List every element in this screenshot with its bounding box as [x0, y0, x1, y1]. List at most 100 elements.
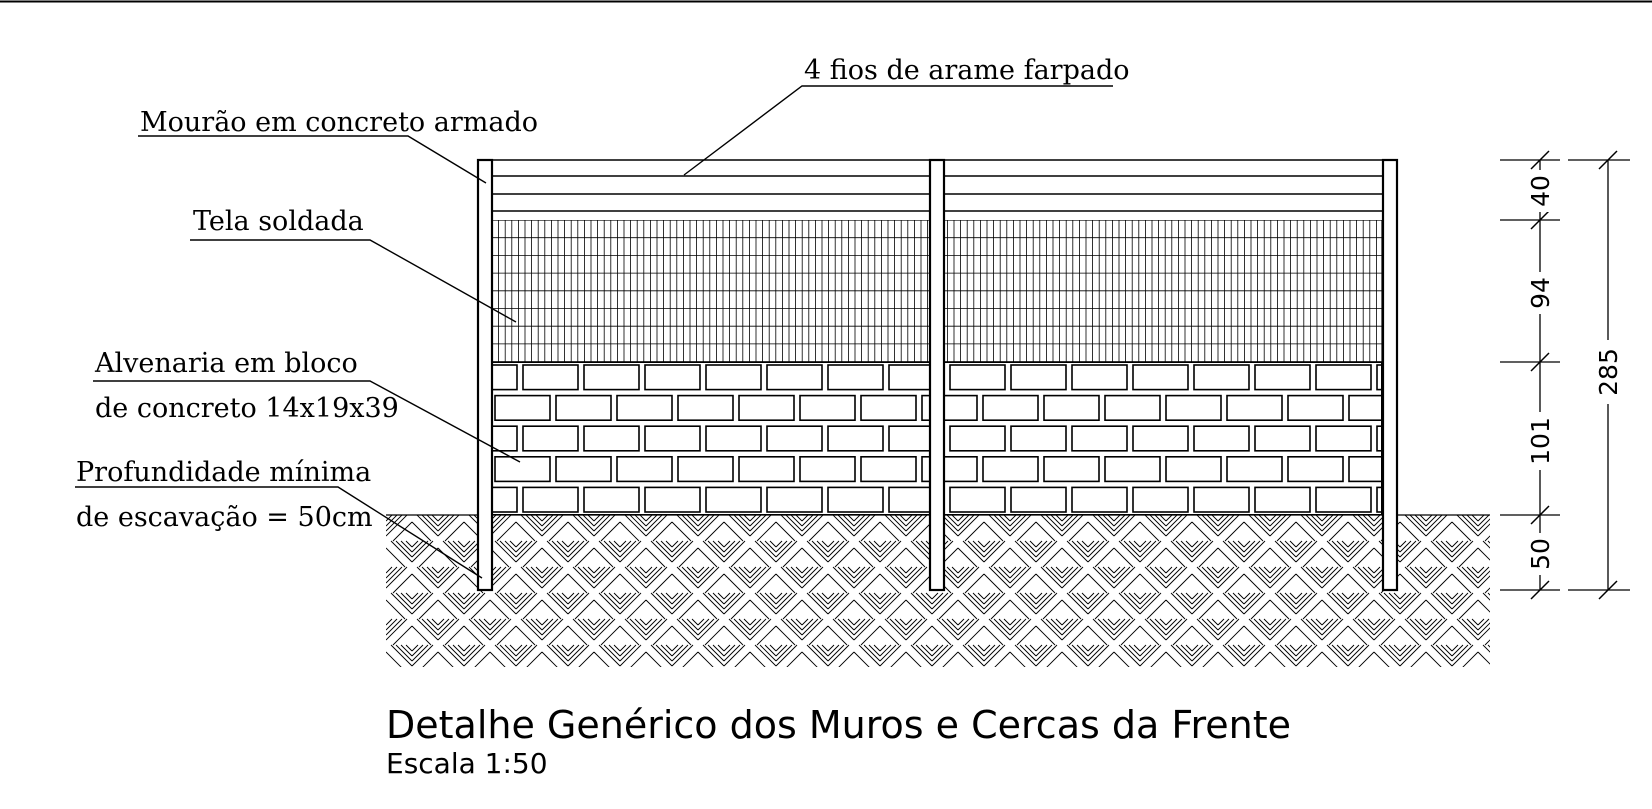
concrete-block: [583, 364, 640, 391]
concrete-block: [1226, 455, 1283, 483]
concrete-block: [738, 394, 795, 422]
concrete-block: [1226, 394, 1283, 422]
concrete-block: [921, 455, 978, 483]
concrete-block: [921, 394, 978, 422]
concrete-block: [1010, 486, 1067, 513]
concrete-block: [677, 455, 734, 483]
concrete-block: [616, 455, 673, 483]
concrete-post-3: [1381, 158, 1399, 592]
concrete-block: [1132, 486, 1189, 513]
concrete-block: [1010, 425, 1067, 452]
drawing-scale: Escala 1:50: [386, 747, 548, 780]
concrete-block: [1376, 486, 1382, 513]
dim-barbed-wire: 40: [1526, 175, 1555, 207]
mesh-grid-lines: [492, 220, 1382, 362]
concrete-block: [705, 425, 762, 452]
concrete-block: [860, 394, 917, 422]
leader-depth: [75, 486, 483, 579]
concrete-block: [1071, 364, 1128, 391]
concrete-block: [555, 394, 612, 422]
label-mesh: Tela soldada: [193, 206, 364, 237]
concrete-posts: [476, 158, 1399, 592]
concrete-block: [1104, 394, 1161, 422]
leader-barbed-wire: [683, 85, 1113, 176]
concrete-block: [766, 486, 823, 513]
concrete-block: [949, 425, 1006, 452]
concrete-block: [949, 486, 1006, 513]
concrete-block: [982, 455, 1039, 483]
concrete-block: [799, 455, 856, 483]
concrete-post-2: [928, 158, 946, 592]
concrete-block: [616, 394, 673, 422]
concrete-block: [705, 486, 762, 513]
concrete-block: [1071, 425, 1128, 452]
concrete-block: [1348, 394, 1382, 422]
concrete-block: [1348, 455, 1382, 483]
concrete-post-1: [476, 158, 494, 592]
concrete-block: [799, 394, 856, 422]
concrete-block: [1010, 364, 1067, 391]
leader-lines: [75, 85, 1113, 579]
concrete-block: [827, 364, 884, 391]
concrete-block: [1193, 364, 1250, 391]
dim-mesh: 94: [1526, 277, 1555, 309]
label-masonry-line1: Alvenaria em bloco: [94, 348, 358, 379]
concrete-block: [1315, 486, 1372, 513]
concrete-block: [644, 425, 701, 452]
concrete-block: [1254, 486, 1311, 513]
concrete-block: [1165, 455, 1222, 483]
dim-depth: 50: [1526, 538, 1555, 570]
drawing-title: Detalhe Genérico dos Muros e Cercas da F…: [386, 703, 1291, 747]
concrete-block: [1193, 425, 1250, 452]
concrete-block: [827, 425, 884, 452]
concrete-block: [827, 486, 884, 513]
label-barbed-wire: 4 fios de arame farpado: [804, 55, 1130, 86]
concrete-block: [494, 455, 551, 483]
concrete-block: [1165, 394, 1222, 422]
concrete-block: [1043, 455, 1100, 483]
leader-masonry: [93, 380, 521, 463]
dim-total: 285: [1594, 348, 1623, 396]
concrete-block: [494, 394, 551, 422]
concrete-block: [982, 394, 1039, 422]
concrete-block: [644, 364, 701, 391]
annotation-labels: 4 fios de arame farpado Mourão em concre…: [76, 55, 1130, 533]
welded-mesh: [492, 220, 1382, 362]
concrete-block: [1376, 425, 1382, 452]
concrete-block: [583, 425, 640, 452]
concrete-block: [1315, 364, 1372, 391]
soil-hatch-lines: [386, 515, 1490, 667]
dimension-chain: 40 94 101 50 285: [1500, 150, 1630, 600]
concrete-block: [492, 486, 518, 513]
concrete-block: [1315, 425, 1372, 452]
soil-hatch: [386, 515, 1490, 667]
concrete-block: [1376, 364, 1382, 391]
leader-post: [138, 135, 487, 184]
concrete-block: [583, 486, 640, 513]
concrete-block: [949, 364, 1006, 391]
concrete-block: [1287, 455, 1344, 483]
dim-masonry: 101: [1526, 417, 1555, 465]
concrete-block: [492, 425, 518, 452]
concrete-block: [555, 455, 612, 483]
concrete-block: [1071, 486, 1128, 513]
concrete-block: [492, 364, 518, 391]
concrete-block: [1104, 455, 1161, 483]
concrete-block: [705, 364, 762, 391]
concrete-block: [522, 425, 579, 452]
concrete-block: [1287, 394, 1344, 422]
concrete-block: [1132, 364, 1189, 391]
concrete-block: [738, 455, 795, 483]
leader-mesh: [190, 239, 517, 323]
label-post: Mourão em concreto armado: [140, 107, 538, 138]
concrete-block: [1043, 394, 1100, 422]
label-depth-line2: de escavação = 50cm: [76, 502, 373, 533]
concrete-block: [1132, 425, 1189, 452]
concrete-block: [766, 364, 823, 391]
concrete-block: [1254, 425, 1311, 452]
label-depth-line1: Profundidade mínima: [76, 457, 371, 488]
concrete-block: [522, 486, 579, 513]
concrete-block: [1193, 486, 1250, 513]
concrete-block: [677, 394, 734, 422]
